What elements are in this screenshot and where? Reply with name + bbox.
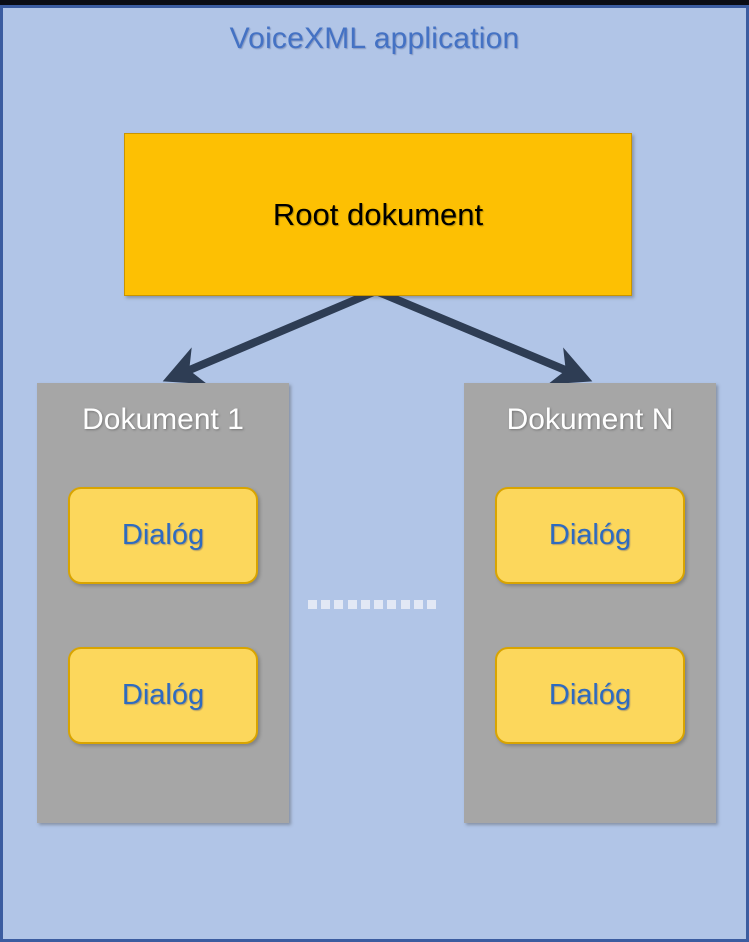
dotted-separator (308, 598, 436, 610)
dialog-box-1-2[interactable]: Dialóg (68, 647, 258, 744)
separator-dot (374, 599, 384, 609)
dialog-box-n-2-label: Dialóg (548, 679, 632, 711)
separator-dot (334, 599, 344, 609)
dialog-box-n-1-label: Dialóg (548, 519, 632, 551)
separator-dot (400, 599, 410, 609)
diagram-canvas: VoiceXML application Root dokument Dokum… (0, 5, 749, 942)
arrow-to-document-1 (162, 287, 378, 385)
separator-dot (413, 599, 423, 609)
arrow-to-document-n (374, 287, 593, 385)
separator-dot (426, 599, 436, 609)
document-panel-1[interactable]: Dokument 1 Dialóg Dialóg (37, 383, 289, 823)
separator-dot (321, 599, 331, 609)
dialog-box-n-2[interactable]: Dialóg (495, 647, 685, 744)
dialog-box-1-1-label: Dialóg (121, 519, 205, 551)
document-panel-n[interactable]: Dokument N Dialóg Dialóg (464, 383, 716, 823)
separator-dot (360, 599, 370, 609)
dialog-box-1-2-label: Dialóg (121, 679, 205, 711)
dialog-box-n-1[interactable]: Dialóg (495, 487, 685, 584)
document-panel-1-title: Dokument 1 (82, 403, 244, 436)
page-title: VoiceXML application (229, 22, 520, 55)
separator-dot (308, 599, 317, 609)
document-panel-n-title: Dokument N (506, 403, 674, 436)
dialog-box-1-1[interactable]: Dialóg (68, 487, 258, 584)
root-document-box[interactable]: Root dokument (124, 133, 632, 296)
root-document-label: Root dokument (272, 196, 484, 232)
separator-dot (347, 599, 357, 609)
separator-dot (387, 599, 397, 609)
